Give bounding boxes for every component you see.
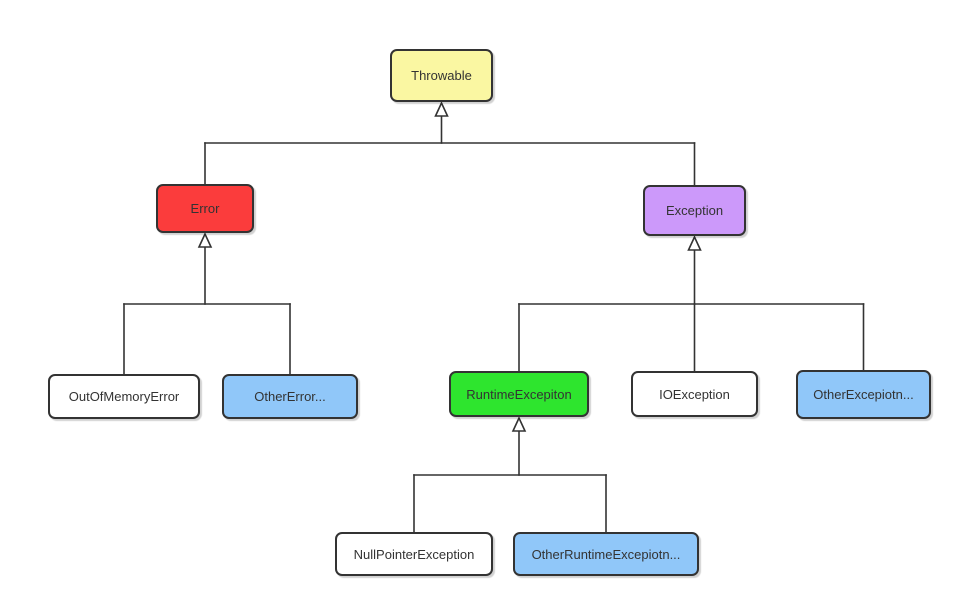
node-other-error[interactable]: OtherError... [222,374,358,419]
node-label: IOException [659,386,730,402]
node-label: OtherRuntimeExcepiotn... [531,546,681,562]
node-label: NullPointerException [353,546,475,562]
node-label: OtherError... [254,389,326,404]
node-other-runtime-exception[interactable]: OtherRuntimeExcepiotn... [513,532,699,576]
node-error[interactable]: Error [156,184,254,233]
inheritance-arrowhead [511,416,527,432]
node-null-pointer-exception[interactable]: NullPointerException [335,532,493,576]
node-label: Throwable [411,68,472,83]
node-label: OutOfMemoryError [68,389,180,404]
node-label: RuntimeExcepiton [466,386,572,402]
node-throwable[interactable]: Throwable [390,49,493,102]
inheritance-arrowhead [434,101,449,117]
node-out-of-memory-error[interactable]: OutOfMemoryError [48,374,200,419]
node-runtime-exception[interactable]: RuntimeExcepiton [449,371,589,417]
node-label: Error [190,201,220,216]
node-other-exception[interactable]: OtherExcepiotn... [796,370,931,419]
inheritance-arrowhead [197,232,213,248]
inheritance-arrowhead [687,235,702,251]
node-label: OtherExcepiotn... [813,387,914,402]
node-label: Exception [665,203,724,218]
node-exception[interactable]: Exception [643,185,746,236]
node-io-exception[interactable]: IOException [631,371,758,417]
